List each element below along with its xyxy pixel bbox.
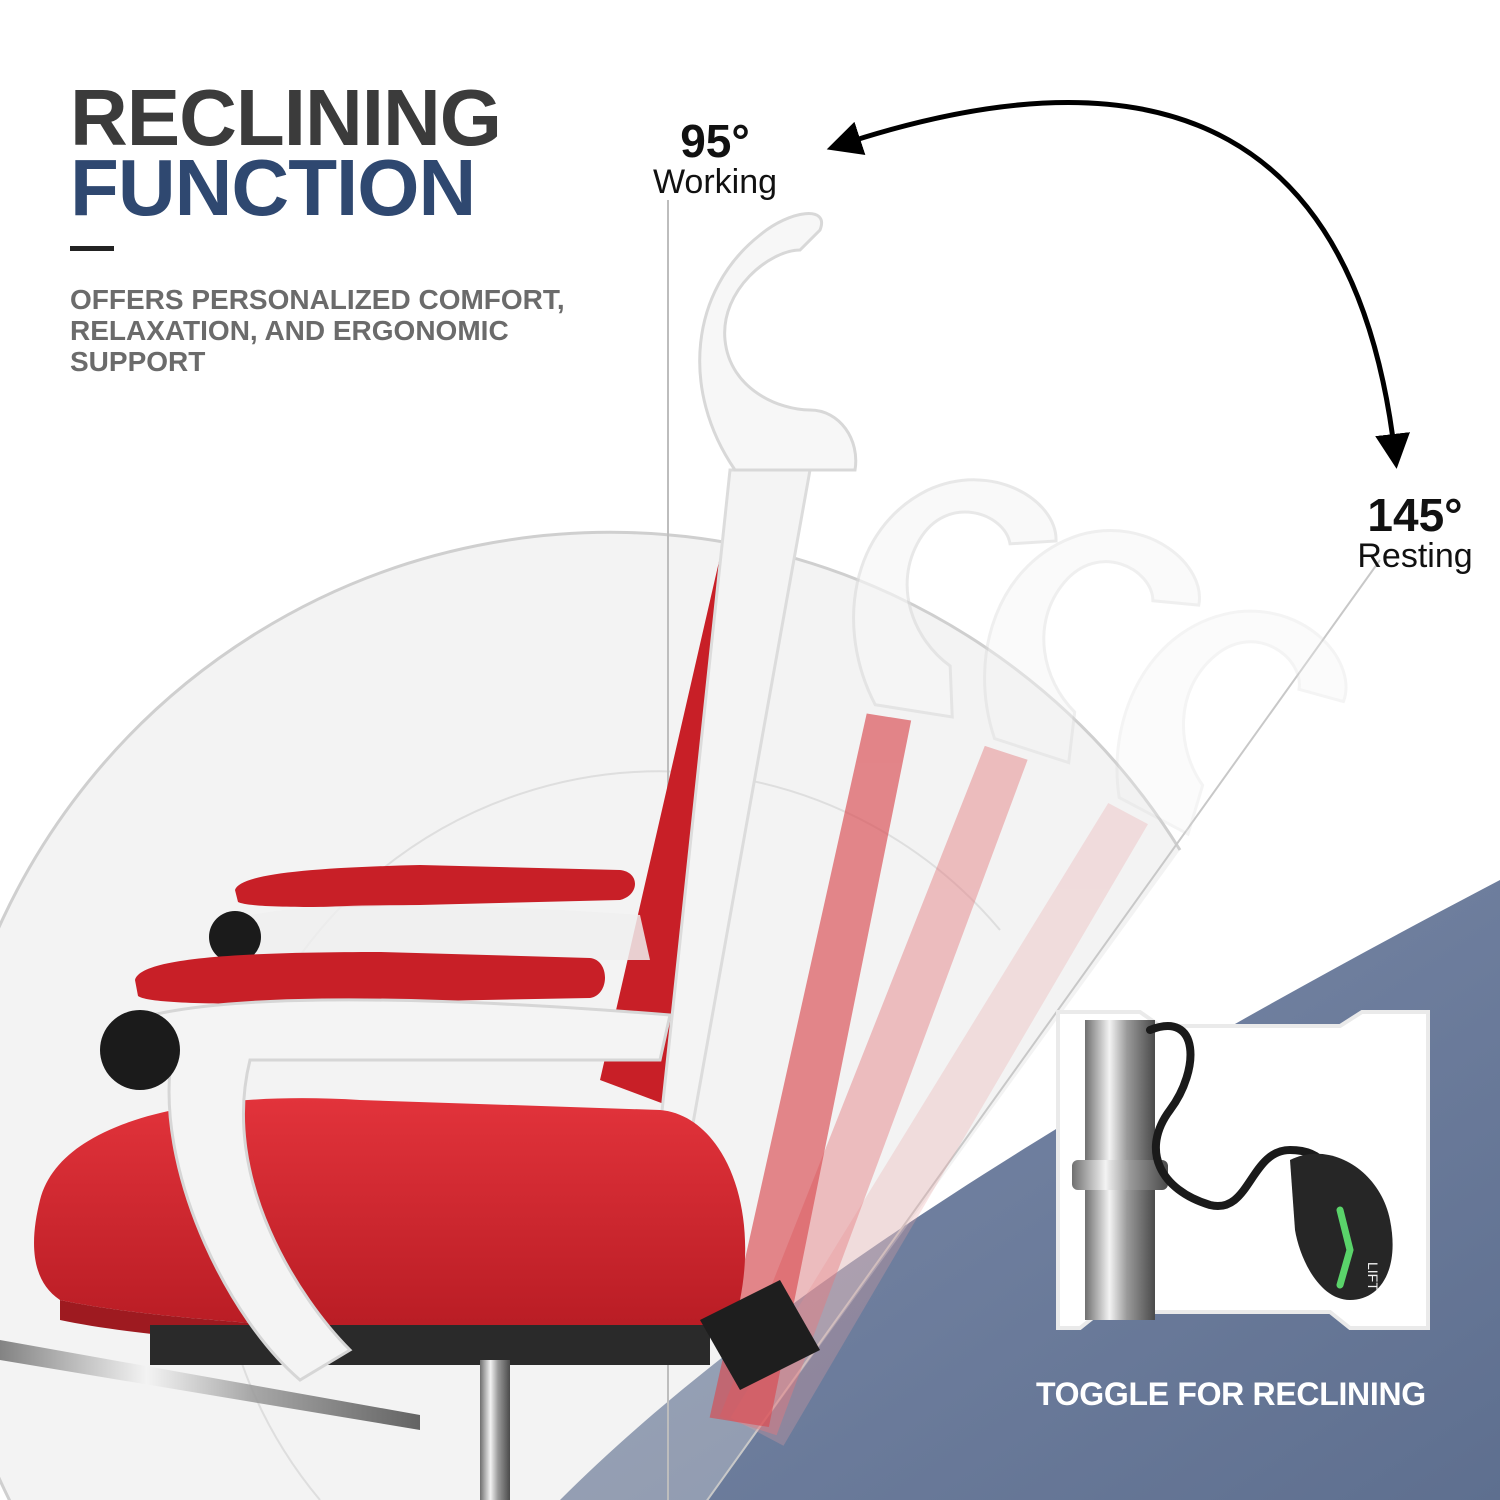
toggle-inset: LIFT [1056, 1010, 1430, 1330]
recline-range-arrow [826, 100, 1410, 469]
seat [34, 1098, 746, 1365]
resting-angle-degrees: 145° [1367, 489, 1463, 541]
title-divider [70, 246, 114, 251]
working-angle-text: Working [652, 163, 778, 201]
working-angle-degrees: 95° [680, 115, 750, 167]
working-angle-label: 95° Working [640, 118, 790, 200]
base [0, 1280, 820, 1500]
headline-line-1: RECLINING [70, 73, 502, 162]
ghost-backrest-3 [730, 609, 1348, 1446]
armrests [100, 865, 672, 1382]
feature-description: OFFERS PERSONALIZED COMFORT, RELAXATION,… [70, 284, 565, 377]
recline-arc [0, 530, 1182, 1500]
headline-line-2: FUNCTION [70, 143, 476, 232]
main-backrest [600, 212, 858, 1142]
resting-angle-text: Resting [1357, 537, 1473, 575]
resting-reference-line [706, 559, 1381, 1500]
ghost-backrest-1 [709, 478, 1058, 1427]
lever-lift-mark: LIFT [1365, 1262, 1381, 1291]
toggle-caption: TOGGLE FOR RECLINING [1036, 1376, 1426, 1412]
resting-angle-label: 145° Resting [1340, 492, 1490, 574]
